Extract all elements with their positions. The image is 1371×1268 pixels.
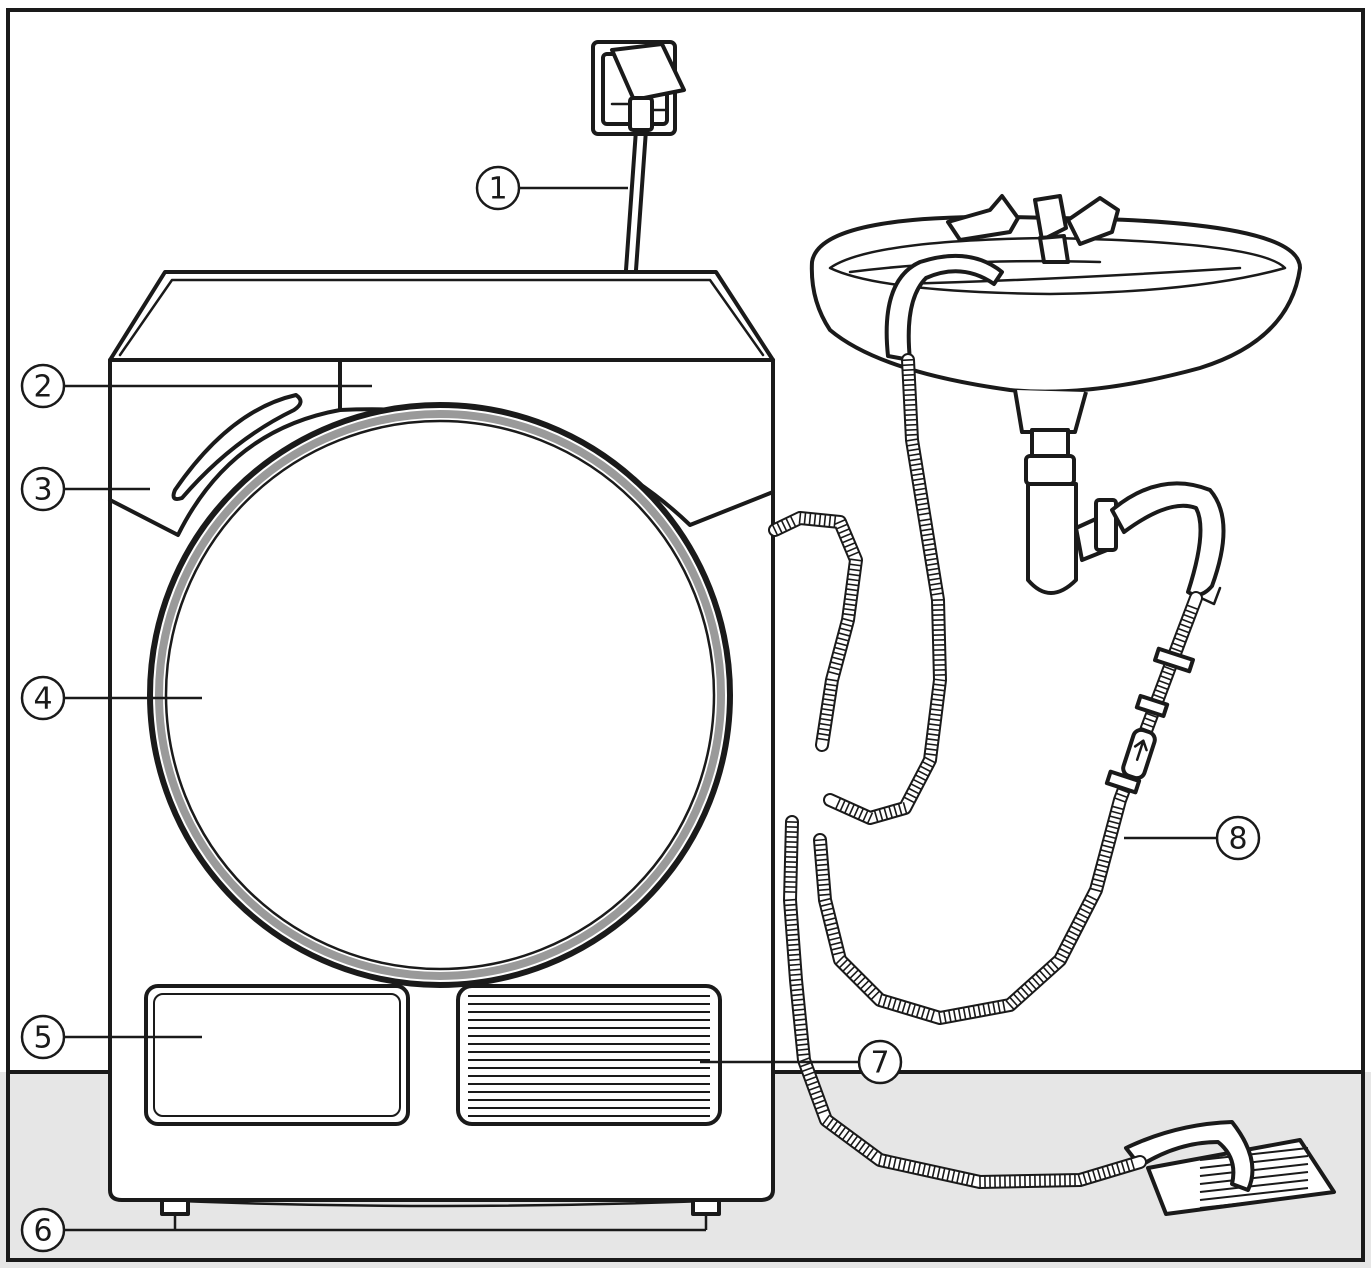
drain-slot bbox=[1199, 1171, 1309, 1185]
foot-right bbox=[691, 1198, 721, 1216]
power-cable bbox=[624, 128, 648, 272]
drain-slot bbox=[1199, 1147, 1309, 1161]
callout-labels: 1 2 3 4 5 6 bbox=[20, 165, 1261, 1253]
svg-text:1: 1 bbox=[488, 172, 507, 207]
callout-4: 4 bbox=[20, 675, 202, 721]
frame-border bbox=[6, 8, 1365, 1262]
callout-8: 8 bbox=[1124, 815, 1261, 861]
dryer-top bbox=[108, 270, 775, 362]
wash-basin-icon bbox=[809, 194, 1302, 595]
callout-1: 1 bbox=[475, 165, 628, 211]
floor-drain-icon bbox=[1124, 1120, 1336, 1216]
svg-text:6: 6 bbox=[33, 1214, 52, 1249]
svg-text:7: 7 bbox=[870, 1046, 889, 1081]
access-panel bbox=[144, 984, 410, 1126]
callout-3: 3 bbox=[20, 466, 150, 512]
power-socket-icon bbox=[591, 40, 686, 136]
foot-left bbox=[160, 1198, 190, 1216]
corrugated-hose bbox=[823, 353, 947, 825]
callout-2: 2 bbox=[20, 363, 372, 409]
check-valve bbox=[1104, 646, 1195, 795]
callout-5: 5 bbox=[20, 1014, 202, 1060]
callout-7: 7 bbox=[700, 1039, 903, 1085]
svg-text:2: 2 bbox=[33, 370, 52, 405]
control-display bbox=[171, 393, 303, 501]
svg-text:8: 8 bbox=[1228, 822, 1247, 857]
drain-slot bbox=[1199, 1155, 1309, 1169]
drain-slot bbox=[1199, 1179, 1309, 1193]
air-vent-grille bbox=[456, 984, 722, 1126]
drain-slot bbox=[1199, 1195, 1309, 1209]
drain-hose-hook bbox=[1110, 481, 1226, 597]
door-seal bbox=[155, 410, 725, 980]
corrugated-hose bbox=[768, 511, 863, 752]
dryer-door bbox=[147, 402, 733, 988]
svg-text:3: 3 bbox=[33, 473, 52, 508]
callout-6: 6 bbox=[20, 1207, 708, 1253]
drain-slot bbox=[1199, 1187, 1309, 1201]
svg-text:4: 4 bbox=[33, 682, 52, 717]
corrugated-hose bbox=[783, 815, 1147, 1189]
sink-hose-hook bbox=[884, 253, 1004, 362]
svg-text:5: 5 bbox=[33, 1021, 52, 1056]
dryer bbox=[108, 270, 775, 1216]
